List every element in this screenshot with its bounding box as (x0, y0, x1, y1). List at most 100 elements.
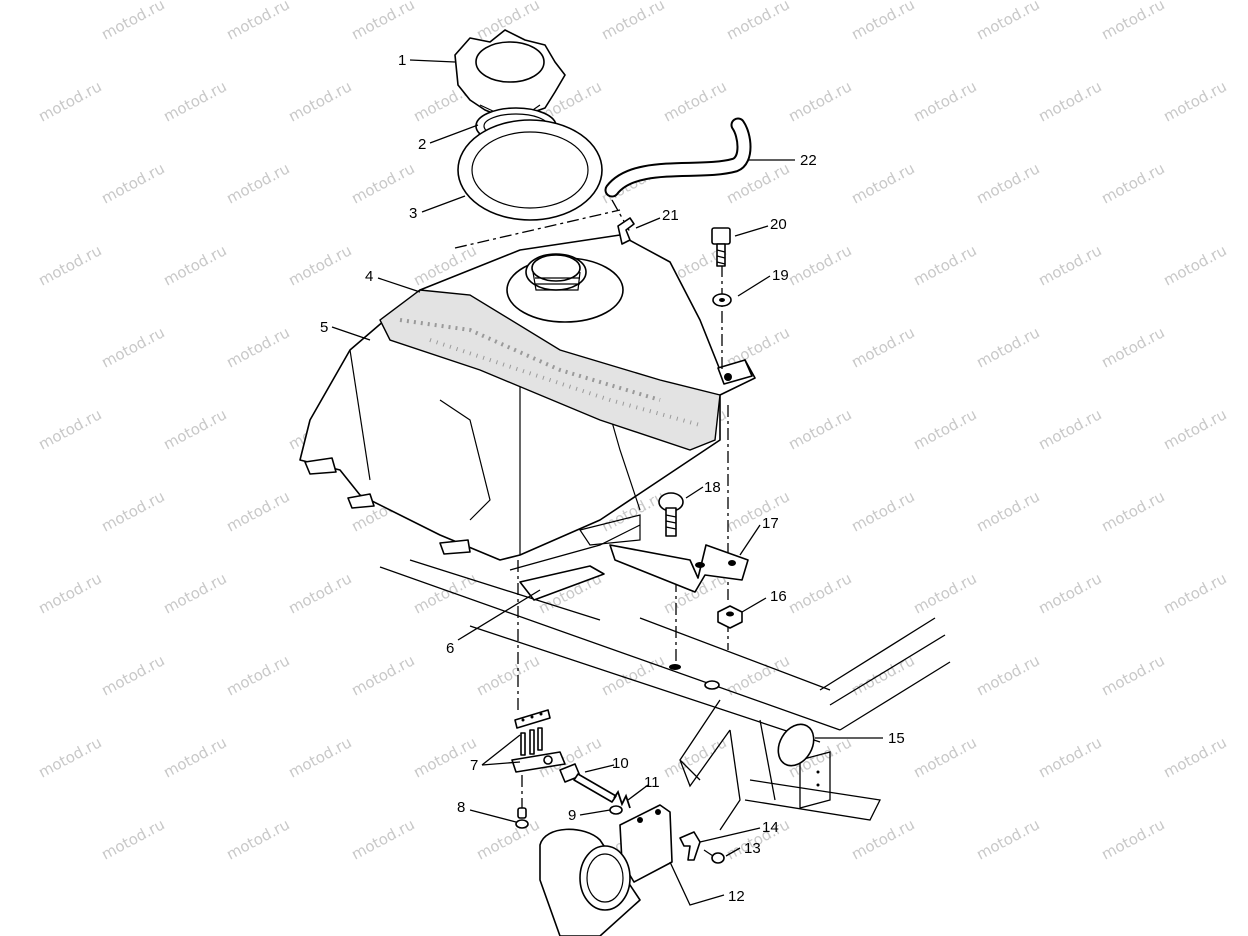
watermark-text: motod.ru (973, 815, 1042, 863)
watermark-text: motod.ru (1098, 815, 1167, 863)
callout-21: 21 (662, 207, 679, 224)
watermark-text: motod.ru (1035, 733, 1104, 781)
bolt-20 (711, 227, 731, 267)
fuel-cap (454, 29, 566, 121)
callout-4: 4 (365, 268, 373, 285)
watermark-text: motod.ru (1098, 323, 1167, 371)
watermark-text: motod.ru (98, 651, 167, 699)
tank-pad (379, 289, 721, 451)
watermark-text: motod.ru (973, 0, 1042, 44)
watermark-text: motod.ru (1035, 405, 1104, 453)
watermark-text: motod.ru (973, 651, 1042, 699)
watermark-text: motod.ru (1098, 487, 1167, 535)
watermark-text: motod.ru (848, 159, 917, 207)
watermark-text: motod.ru (1098, 0, 1167, 44)
callout-1: 1 (398, 52, 406, 69)
watermark-text: motod.ru (285, 733, 354, 781)
watermark-text: motod.ru (598, 651, 667, 699)
watermark-text: motod.ru (348, 815, 417, 863)
watermark-text: motod.ru (723, 0, 792, 44)
watermark-text: motod.ru (410, 569, 479, 617)
watermark-text: motod.ru (98, 487, 167, 535)
watermark-text: motod.ru (848, 0, 917, 44)
callout-7: 7 (470, 757, 478, 774)
watermark-text: motod.ru (223, 651, 292, 699)
watermark-text: motod.ru (160, 733, 229, 781)
watermark-text: motod.ru (910, 733, 979, 781)
watermark-text: motod.ru (910, 241, 979, 289)
o-ring-9 (609, 805, 623, 815)
watermark-text: motod.ru (1160, 569, 1229, 617)
watermark-text: motod.ru (160, 569, 229, 617)
callout-17: 17 (762, 515, 779, 532)
callout-13: 13 (744, 840, 761, 857)
watermark-text: motod.ru (348, 0, 417, 44)
watermark-text: motod.ru (910, 569, 979, 617)
callout-15: 15 (888, 730, 905, 747)
alignment-line-cap (454, 209, 621, 249)
watermark-text: motod.ru (785, 241, 854, 289)
watermark-text: motod.ru (35, 241, 104, 289)
watermark-text: motod.ru (98, 0, 167, 44)
watermark-text: motod.ru (785, 405, 854, 453)
clip-14 (679, 831, 701, 861)
watermark-text: motod.ru (1160, 405, 1229, 453)
watermark-text: motod.ru (223, 323, 292, 371)
watermark-text: motod.ru (98, 159, 167, 207)
watermark-text: motod.ru (848, 815, 917, 863)
watermark-text: motod.ru (848, 323, 917, 371)
callout-8: 8 (457, 799, 465, 816)
retaining-ring (457, 119, 603, 221)
watermark-text: motod.ru (348, 651, 417, 699)
airbox-fragment (539, 828, 641, 936)
callout-19: 19 (772, 267, 789, 284)
watermark-text: motod.ru (848, 487, 917, 535)
callout-6: 6 (446, 640, 454, 657)
watermark-text: motod.ru (973, 487, 1042, 535)
watermark-text: motod.ru (35, 569, 104, 617)
mount-bracket (609, 544, 749, 593)
watermark-text: motod.ru (1160, 733, 1229, 781)
watermark-text: motod.ru (910, 77, 979, 125)
callout-14: 14 (762, 819, 779, 836)
watermark-text: motod.ru (98, 815, 167, 863)
vent-fitting (617, 217, 635, 245)
watermark-text: motod.ru (348, 159, 417, 207)
bolt-18 (658, 492, 684, 537)
callout-11: 11 (644, 774, 660, 791)
callout-2: 2 (418, 136, 426, 153)
watermark-text: motod.ru (785, 77, 854, 125)
callout-labels: 1 2 3 4 5 6 7 8 9 10 11 12 13 14 15 16 1… (320, 52, 905, 905)
watermark-text: motod.ru (223, 487, 292, 535)
watermark-text: motod.ru (160, 405, 229, 453)
callout-5: 5 (320, 319, 328, 336)
callout-10: 10 (612, 755, 629, 772)
screw-13 (703, 849, 725, 864)
petcock-assembly (511, 709, 566, 773)
watermark-text: motod.ru (1035, 569, 1104, 617)
callout-18: 18 (704, 479, 721, 496)
spring-11 (613, 789, 631, 809)
watermark-text: motod.ru (1035, 241, 1104, 289)
retaining-ring-inner (471, 131, 589, 209)
watermark-text: motod.ru (973, 323, 1042, 371)
filler-neck (506, 253, 624, 323)
watermark-text: motod.ru (1098, 651, 1167, 699)
watermark-text: motod.ru (223, 0, 292, 44)
watermark-text: motod.ru (910, 405, 979, 453)
callout-9: 9 (568, 807, 576, 824)
watermark-text: motod.ru (223, 815, 292, 863)
watermark-text: motod.ru (785, 569, 854, 617)
watermark-text: motod.ru (285, 569, 354, 617)
watermark-text: motod.ru (35, 733, 104, 781)
callout-22: 22 (800, 152, 817, 169)
watermark-text: motod.ru (35, 77, 104, 125)
watermark-text: motod.ru (223, 159, 292, 207)
watermark-text: motod.ru (1160, 77, 1229, 125)
frame-rails (379, 559, 951, 831)
watermark-text: motod.ru (660, 77, 729, 125)
watermark-text: motod.ru (1098, 159, 1167, 207)
watermark-text: motod.ru (160, 77, 229, 125)
watermark-text: motod.ru (598, 0, 667, 44)
